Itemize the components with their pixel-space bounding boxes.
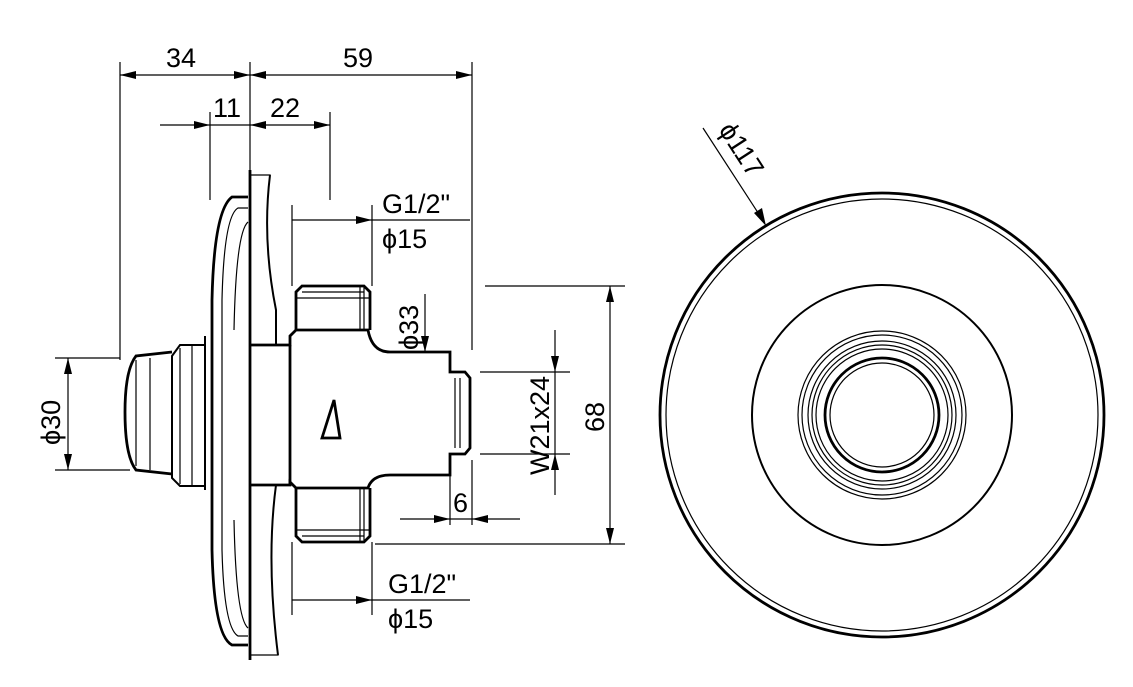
push-button-face bbox=[823, 356, 941, 474]
cover-plate-profile bbox=[210, 195, 249, 647]
dim-plate-dia: ϕ117 bbox=[713, 117, 770, 182]
dim-thread-top: G1/2" bbox=[382, 189, 450, 219]
push-button bbox=[123, 336, 206, 490]
dia-117-leader bbox=[702, 127, 765, 223]
dim-outlet-thread: W21x24 bbox=[525, 376, 555, 475]
dimension-labels: 34 59 11 22 G1/2" ϕ15 G1/2" ϕ15 ϕ33 ϕ30 … bbox=[36, 43, 610, 634]
bottom-inlet-fitting bbox=[294, 488, 372, 544]
dim-22: 22 bbox=[270, 93, 300, 123]
cover-plate-inner-edge bbox=[665, 198, 1099, 632]
dim-dia-33: ϕ33 bbox=[394, 305, 424, 350]
dimension-lines bbox=[55, 62, 625, 615]
front-view: ϕ117 bbox=[658, 117, 1106, 639]
cover-plate-outer bbox=[658, 191, 1106, 639]
dim-thread-bottom: G1/2" bbox=[388, 569, 456, 599]
dim-dia-bottom: ϕ15 bbox=[388, 604, 433, 634]
dim-59: 59 bbox=[343, 43, 373, 73]
valve-body bbox=[250, 328, 472, 490]
top-inlet-fitting bbox=[294, 284, 372, 330]
plate-recess bbox=[751, 284, 1013, 546]
wall-section bbox=[248, 170, 279, 660]
flow-arrow-icon bbox=[320, 399, 342, 440]
dim-dia-30: ϕ30 bbox=[36, 400, 66, 445]
dim-11: 11 bbox=[213, 93, 241, 123]
dim-dia-top: ϕ15 bbox=[382, 224, 427, 254]
dim-6: 6 bbox=[453, 488, 468, 518]
side-view: 34 59 11 22 G1/2" ϕ15 G1/2" ϕ15 ϕ33 ϕ30 … bbox=[36, 43, 625, 660]
dim-34: 34 bbox=[166, 43, 196, 73]
dim-68: 68 bbox=[580, 402, 610, 432]
